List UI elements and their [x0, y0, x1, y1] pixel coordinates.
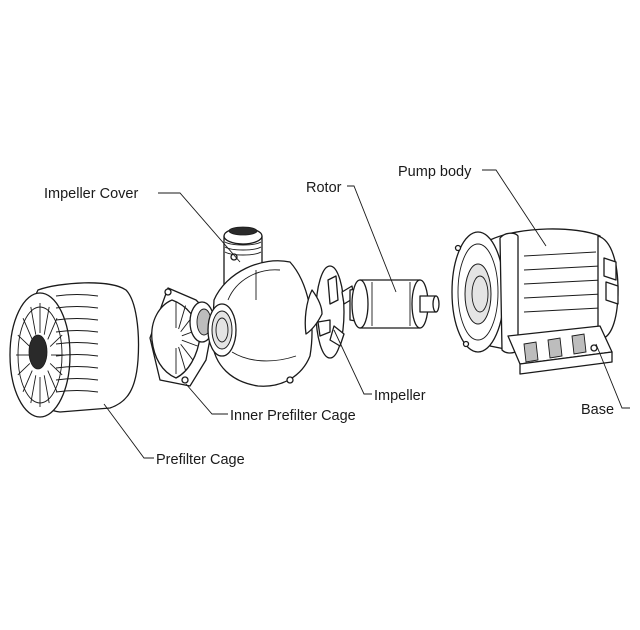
cage-rib: [55, 306, 99, 309]
cage-rib: [55, 330, 99, 333]
grill-slot: [30, 375, 37, 404]
label-pump-body: Pump body: [398, 164, 472, 180]
grill-slot: [17, 363, 31, 376]
pump-body-part: [451, 228, 619, 375]
inner-cage-fin: [178, 305, 186, 330]
grill-slot: [47, 370, 58, 392]
body-groove: [523, 307, 601, 313]
inner-prefilter-cage-part: [149, 287, 215, 387]
body-groove: [523, 293, 603, 299]
grill-slot: [30, 306, 37, 335]
cage-rib: [55, 354, 99, 357]
thread-line: [224, 241, 262, 246]
body-groove: [523, 265, 601, 271]
cage-rib: [55, 342, 99, 345]
prefilter-cage-part: [9, 282, 140, 418]
cage-rib: [55, 318, 99, 321]
leader-rotor: [347, 185, 397, 293]
body-groove: [523, 251, 597, 257]
cage-rib: [55, 294, 99, 297]
label-inner-prefilter-cage: Inner Prefilter Cage: [230, 408, 356, 424]
leader-base: [595, 343, 630, 409]
grill-slot: [43, 375, 50, 404]
grill-slot: [43, 306, 50, 335]
grill-slot: [17, 334, 31, 347]
pump-body-grooves: [523, 251, 603, 313]
cage-rib: [55, 366, 99, 369]
inner-cage-fin: [178, 346, 186, 371]
label-rotor: Rotor: [306, 180, 342, 196]
impeller-cover-part: [207, 226, 313, 387]
leader-lines: [103, 169, 630, 459]
grill-slot: [22, 318, 33, 340]
label-impeller: Impeller: [374, 388, 426, 404]
leader-impeller: [333, 329, 372, 395]
body-groove: [523, 279, 603, 285]
leader-prefilter-cage: [103, 403, 154, 459]
label-base: Base: [581, 402, 614, 418]
inner-cage-fin: [181, 339, 198, 347]
grill-slot: [49, 363, 63, 376]
cage-rib: [55, 390, 99, 393]
cage-rib: [55, 378, 99, 381]
label-impeller-cover: Impeller Cover: [44, 186, 138, 202]
label-prefilter-cage: Prefilter Cage: [156, 452, 245, 468]
grill-slot: [47, 318, 58, 340]
thread-line: [224, 251, 262, 256]
rotor-part: [349, 279, 440, 329]
leader-pump-body: [482, 169, 547, 247]
inner-cage-fin: [180, 343, 194, 361]
leader-inner-prefilter-cage: [185, 383, 228, 415]
grill-slot: [49, 334, 63, 347]
impeller-part: [304, 265, 355, 359]
grill-slot: [22, 370, 33, 392]
leader-impeller-cover: [158, 192, 241, 263]
prefilter-cage-ribs: [55, 294, 99, 393]
